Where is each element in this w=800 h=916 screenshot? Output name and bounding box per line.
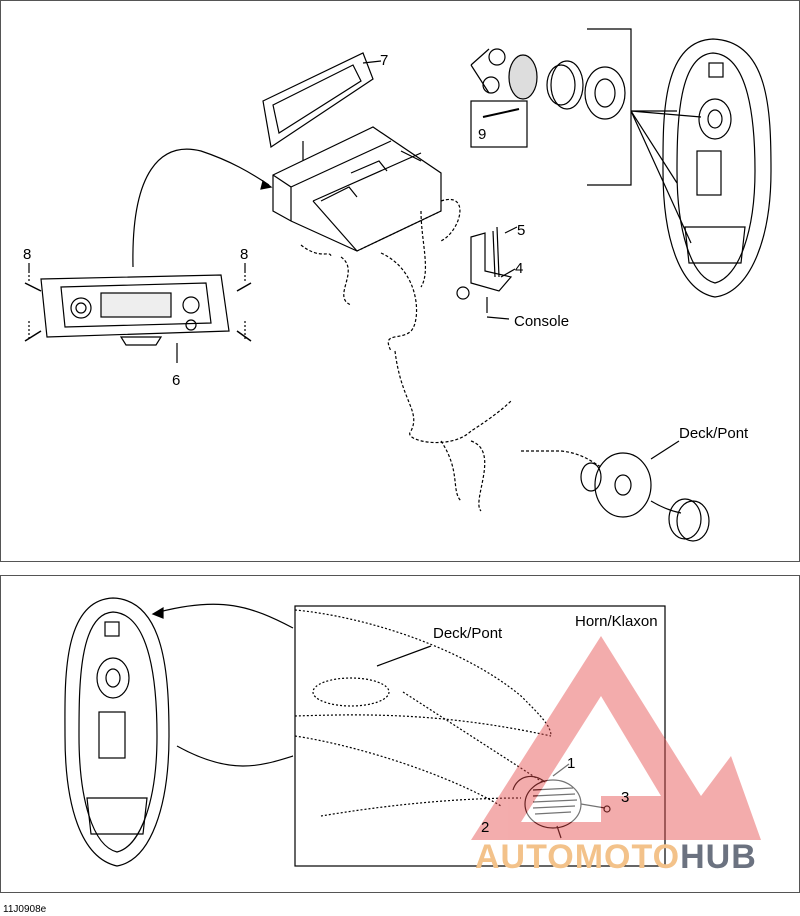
callout-2: 2	[481, 819, 490, 836]
callout-4: 4	[515, 260, 524, 277]
watercraft-hull-top	[662, 38, 772, 298]
radio-installation-drawing	[24, 28, 772, 542]
horn	[512, 763, 611, 839]
callout-8-right: 8	[240, 246, 249, 263]
callout-7: 7	[380, 52, 389, 69]
watercraft-hull-bottom	[64, 597, 170, 867]
speaker-assembly	[470, 48, 626, 148]
label-horn: Horn/Klaxon	[575, 613, 658, 630]
watermark-moto: MOTO	[574, 838, 681, 876]
watermark-auto: AUTO	[475, 838, 575, 876]
deck-grommet	[580, 452, 710, 542]
label-console: Console	[514, 313, 570, 330]
callout-9: 9	[478, 126, 487, 143]
mounting-bracket	[456, 226, 518, 313]
callout-6: 6	[172, 372, 181, 389]
radio-installation-panel: 7 9 5 4 Console 8 8 6 Deck/Pont	[0, 0, 800, 562]
reference-code: 11J0908e	[3, 904, 47, 915]
callout-8-left: 8	[23, 246, 32, 263]
radio-chassis	[272, 126, 442, 252]
callout-3: 3	[621, 789, 630, 806]
radio-faceplate	[40, 274, 230, 346]
watermark-logo	[471, 636, 761, 840]
watermark-text: AUTOMOTOHUB	[475, 838, 757, 877]
label-deck-bottom: Deck/Pont	[433, 625, 503, 642]
label-deck-top: Deck/Pont	[679, 425, 749, 442]
callout-5: 5	[517, 222, 526, 239]
screws-8	[24, 282, 252, 342]
horn-installation-panel: Horn/Klaxon Deck/Pont 1 3 2 AUTOMOTOHUB	[0, 575, 800, 893]
mounting-frame	[262, 52, 382, 149]
callout-1: 1	[567, 755, 576, 772]
watermark-hub: HUB	[680, 838, 757, 876]
wiring-harness	[300, 198, 602, 512]
horn-installation-drawing	[64, 597, 761, 867]
